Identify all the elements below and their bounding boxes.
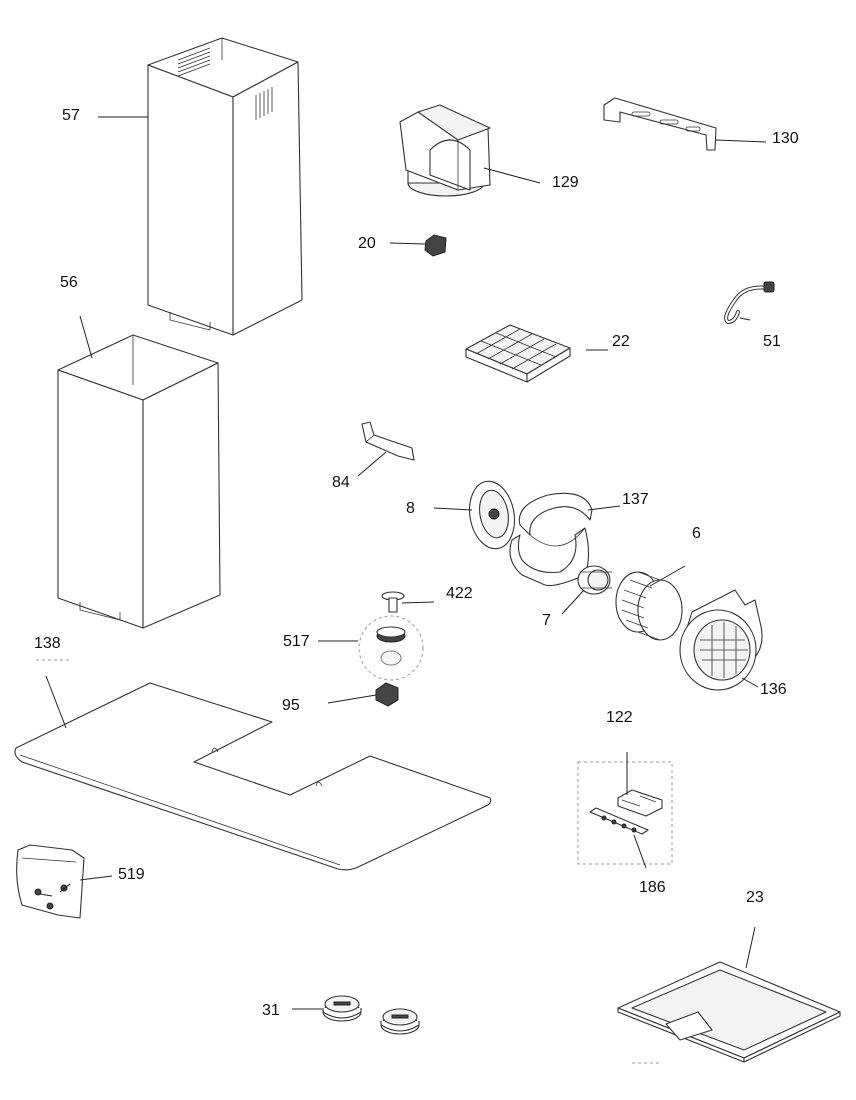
leader-lines (45, 116, 767, 1010)
part-130-bracket (603, 97, 717, 151)
part-122-186-control-assembly (577, 761, 673, 865)
label-122: 122 (606, 709, 633, 726)
label-56: 56 (60, 274, 78, 291)
part-56-lower-chimney (57, 334, 221, 629)
label-23: 23 (746, 889, 764, 906)
part-517-knob-assembly (358, 615, 424, 681)
label-186: 186 (639, 879, 666, 896)
part-22-filter-grid (465, 324, 571, 383)
part-137-scroll-housing (509, 492, 593, 587)
part-51-cable (724, 281, 775, 325)
label-138: 138 (34, 635, 61, 652)
part-57-upper-chimney (147, 37, 303, 336)
part-6-fan-wheel (615, 571, 683, 641)
label-517: 517 (283, 633, 310, 650)
part-138-glass-panel (14, 659, 492, 871)
part-84-small-bracket (361, 421, 415, 461)
label-130: 130 (772, 130, 799, 147)
part-95-nut (375, 682, 399, 707)
part-7-motor (577, 565, 612, 595)
part-422-screw (381, 591, 405, 613)
label-6: 6 (692, 525, 701, 542)
part-136-blower-housing (679, 589, 763, 691)
label-20: 20 (358, 235, 376, 252)
label-422: 422 (446, 585, 473, 602)
part-519-accessory-bag (16, 844, 85, 919)
label-519: 519 (118, 866, 145, 883)
label-84: 84 (332, 474, 350, 491)
part-labels: 57 56 129 130 20 51 22 84 8 137 6 7 422 … (34, 107, 799, 1019)
label-95: 95 (282, 697, 300, 714)
label-22: 22 (612, 333, 630, 350)
label-51: 51 (763, 333, 781, 350)
part-20-clip (424, 234, 447, 257)
part-31-knob-left (322, 995, 362, 1022)
part-23-grease-filter (617, 961, 841, 1064)
label-137: 137 (622, 491, 649, 508)
label-7: 7 (542, 612, 551, 629)
part-8-motor-plate (468, 480, 516, 550)
label-31: 31 (262, 1002, 280, 1019)
part-31-knob-right (380, 1008, 420, 1035)
label-136: 136 (760, 681, 787, 698)
label-57: 57 (62, 107, 80, 124)
label-8: 8 (406, 500, 415, 517)
label-129: 129 (552, 174, 579, 191)
part-129-outlet-adaptor (399, 104, 491, 197)
